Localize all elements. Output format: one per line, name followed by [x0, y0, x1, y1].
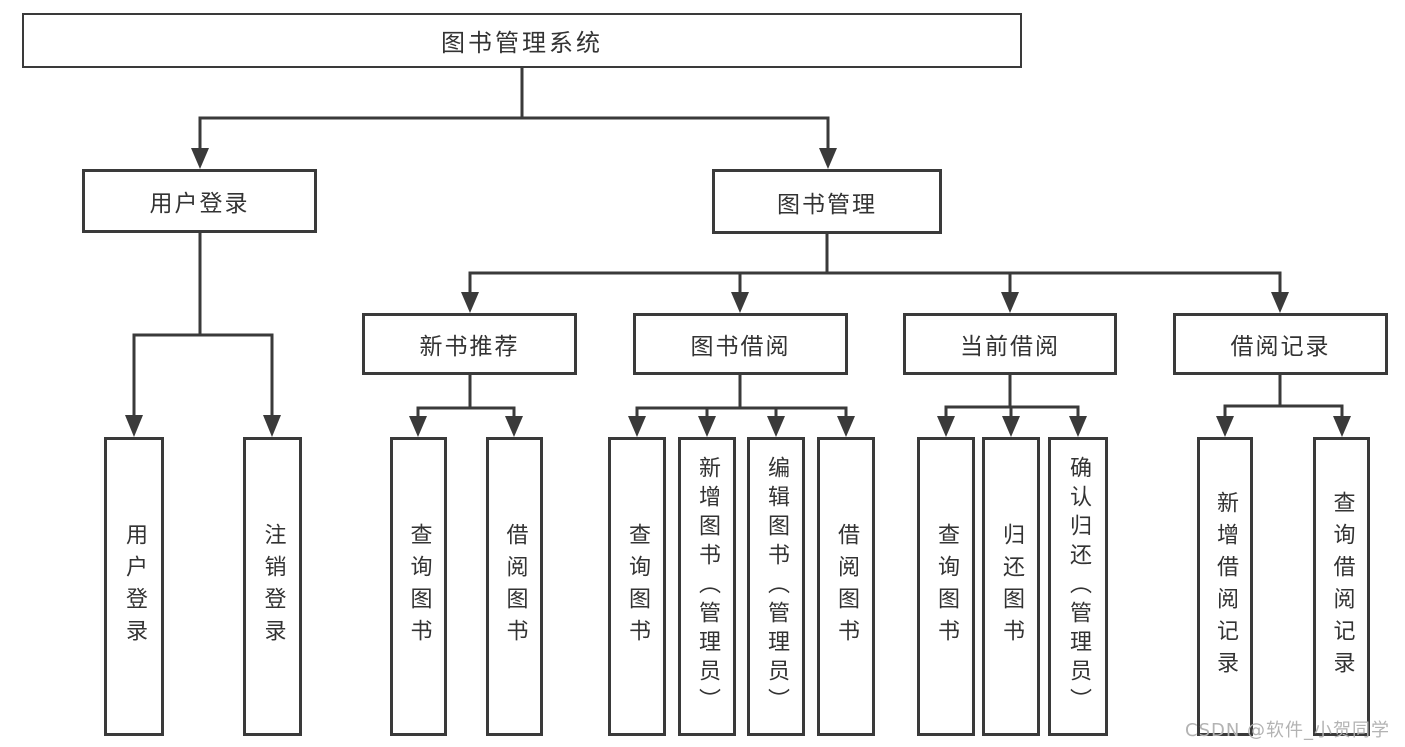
connector-new-books-branch	[416, 375, 516, 419]
leaf-logout: 注销登录	[243, 437, 302, 736]
leaf-records-query-borrow-record: 查询借阅记录	[1313, 437, 1370, 736]
node-library-management-system: 图书管理系统	[22, 13, 1022, 68]
connector-root-to-level2	[198, 68, 830, 150]
leaf-records-add-borrow-record: 新增借阅记录	[1197, 437, 1253, 736]
node-borrow-records: 借阅记录	[1173, 313, 1388, 375]
connector-book-borrow-branch	[635, 375, 848, 419]
leaf-currentborrow-return-books: 归还图书	[982, 437, 1040, 736]
node-user-login: 用户登录	[82, 169, 317, 233]
connector-current-borrow-branch	[944, 375, 1080, 419]
leaf-bookborrow-query-books: 查询图书	[608, 437, 666, 736]
leaf-currentborrow-confirm-return-admin: 确认归还（管理员）	[1048, 437, 1108, 736]
connector-book-mgmt-to-level3	[468, 234, 1282, 294]
csdn-watermark: CSDN @软件_小贺同学	[1185, 720, 1391, 741]
leaf-user-login: 用户登录	[104, 437, 164, 736]
node-current-borrow: 当前借阅	[903, 313, 1117, 375]
node-new-book-recommend: 新书推荐	[362, 313, 577, 375]
leaf-newbooks-query-books: 查询图书	[390, 437, 447, 736]
leaf-bookborrow-edit-books-admin: 编辑图书（管理员）	[747, 437, 805, 736]
leaf-currentborrow-query-books: 查询图书	[917, 437, 975, 736]
node-book-management: 图书管理	[712, 169, 942, 234]
leaf-bookborrow-add-books-admin: 新增图书（管理员）	[678, 437, 736, 736]
arrowheads	[125, 148, 1351, 437]
connector-user-login-branch	[132, 233, 274, 418]
node-book-borrow: 图书借阅	[633, 313, 848, 375]
leaf-newbooks-borrow-books: 借阅图书	[486, 437, 543, 736]
connector-borrow-records-branch	[1223, 375, 1344, 419]
leaf-bookborrow-borrow-books: 借阅图书	[817, 437, 875, 736]
